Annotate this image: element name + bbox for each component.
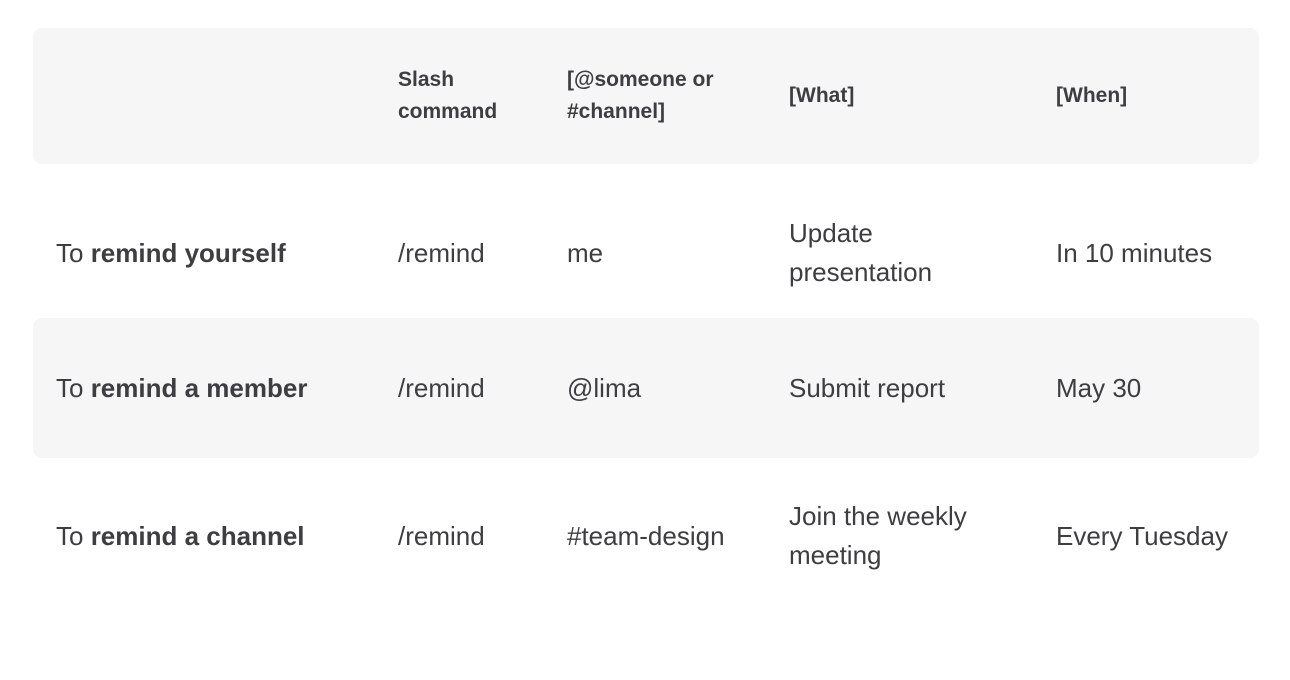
row-scenario-cell: To remind yourself — [33, 188, 375, 318]
row-target-text: #team-design — [567, 520, 725, 551]
table-row: To remind a member /remind @lima Submit … — [33, 318, 1259, 458]
column-header-scenario — [33, 28, 375, 164]
row-target-cell: @lima — [545, 318, 768, 458]
reminder-examples-table: Slash command [@someone or #channel] [Wh… — [33, 28, 1259, 614]
row-what-cell: Join the weekly meeting — [768, 458, 1035, 614]
row-slash-command-cell: /remind — [375, 188, 545, 318]
column-header-what-label: [What] — [789, 84, 855, 108]
row-slash-command-text: /remind — [398, 520, 485, 551]
row-target-text: @lima — [567, 372, 642, 403]
row-scenario-strong: remind yourself — [90, 237, 286, 268]
row-what-text: Update presentation — [789, 218, 933, 287]
row-scenario-strong: remind a member — [90, 372, 308, 403]
row-target-text: me — [567, 237, 604, 268]
column-header-when: [When] — [1035, 28, 1259, 164]
row-scenario-cell: To remind a channel — [33, 458, 375, 614]
table-row: To remind yourself /remind me Update pre… — [33, 188, 1259, 318]
row-when-cell: May 30 — [1035, 318, 1259, 458]
row-slash-command-text: /remind — [398, 237, 485, 268]
row-what-text: Join the weekly meeting — [789, 501, 967, 570]
row-slash-command-cell: /remind — [375, 458, 545, 614]
header-body-spacer — [33, 164, 1259, 188]
spacer-cell — [33, 164, 1259, 188]
reminder-table-container: Slash command [@someone or #channel] [Wh… — [0, 28, 1290, 680]
row-when-cell: Every Tuesday — [1035, 458, 1259, 614]
table-body: To remind yourself /remind me Update pre… — [33, 164, 1259, 614]
row-scenario-text: To remind a member — [33, 369, 375, 408]
table-row: To remind a channel /remind #team-design… — [33, 458, 1259, 614]
row-what-cell: Update presentation — [768, 188, 1035, 318]
row-target-cell: #team-design — [545, 458, 768, 614]
row-slash-command-text: /remind — [398, 372, 485, 403]
row-what-text: Submit report — [789, 372, 946, 403]
row-scenario-cell: To remind a member — [33, 318, 375, 458]
row-scenario-prefix: To — [56, 372, 91, 403]
row-when-text: Every Tuesday — [1056, 520, 1228, 551]
row-what-cell: Submit report — [768, 318, 1035, 458]
row-scenario-prefix: To — [56, 237, 91, 268]
table-header: Slash command [@someone or #channel] [Wh… — [33, 28, 1259, 164]
column-header-slash-command-label: Slash command — [398, 68, 498, 123]
row-when-cell: In 10 minutes — [1035, 188, 1259, 318]
column-header-target-label: [@someone or #channel] — [567, 68, 714, 123]
row-slash-command-cell: /remind — [375, 318, 545, 458]
row-scenario-prefix: To — [56, 520, 91, 551]
row-when-text: May 30 — [1056, 372, 1142, 403]
table-header-row: Slash command [@someone or #channel] [Wh… — [33, 28, 1259, 164]
column-header-when-label: [When] — [1056, 84, 1128, 108]
row-target-cell: me — [545, 188, 768, 318]
column-header-target: [@someone or #channel] — [545, 28, 768, 164]
column-header-what: [What] — [768, 28, 1035, 164]
row-when-text: In 10 minutes — [1056, 237, 1213, 268]
row-scenario-strong: remind a channel — [90, 520, 305, 551]
row-scenario-text: To remind a channel — [33, 517, 375, 556]
column-header-slash-command: Slash command — [375, 28, 545, 164]
row-scenario-text: To remind yourself — [33, 234, 375, 273]
